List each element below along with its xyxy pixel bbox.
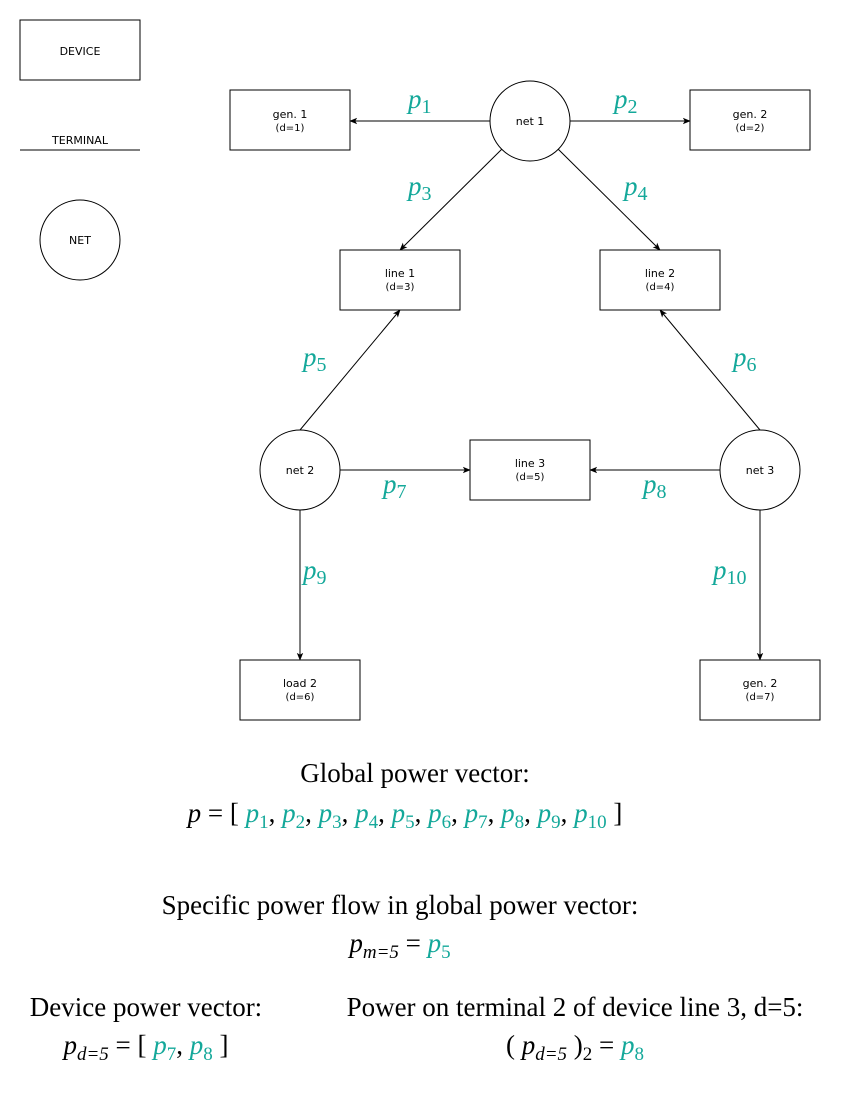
global-vector-equation: p = [ p1, p2, p3, p4, p5, p6, p7, p8, p9… — [187, 798, 623, 833]
devices: gen. 1 (d=1) gen. 2 (d=2) line 1 (d=3) l… — [229, 89, 821, 721]
power-network-diagram: DEVICE TERMINAL NET gen. 1 (d=1) gen. 2 … — [19, 19, 821, 721]
global-vector-element: p7 — [464, 798, 488, 833]
global-vector-element: p8 — [501, 798, 525, 833]
net-3: net 3 — [719, 429, 801, 511]
flow-label-p2: p2 — [612, 84, 638, 118]
flow-label-p7: p7 — [381, 469, 407, 503]
device-name: gen. 2 — [733, 108, 768, 121]
global-lhs: p — [187, 798, 202, 828]
legend-device-box — [19, 19, 141, 81]
flow-label-p1: p1 — [406, 84, 432, 118]
device-vector-title: Device power vector: — [29, 992, 263, 1022]
device-id: (d=1) — [276, 123, 305, 134]
terminal-edge-p4 — [556, 147, 661, 251]
global-vector-element: p10 — [574, 798, 607, 833]
specific-lhs-index: m=5 — [362, 942, 399, 963]
device-id: (d=3) — [386, 282, 415, 293]
device-lhs-index: d=5 — [76, 1044, 109, 1065]
terminal-rhs-index: 8 — [634, 1044, 645, 1065]
device-name: gen. 1 — [273, 108, 308, 121]
flow-label-p6: p6 — [731, 342, 757, 376]
device-gen2-bottom: gen. 2 (d=7) — [699, 659, 821, 721]
legend-terminal-label: TERMINAL — [51, 134, 109, 147]
terminals — [296, 117, 764, 661]
terminal-power-title: Power on terminal 2 of device line 3, d=… — [346, 992, 804, 1022]
device-line2: line 2 (d=4) — [599, 249, 721, 311]
device-id: (d=7) — [746, 692, 775, 703]
flow-label-p10: p10 — [711, 555, 747, 589]
global-vector-element: p4 — [355, 798, 379, 833]
net-label: net 2 — [286, 464, 315, 477]
device-vector-equation: pd=5 = [ p7, p8 ] — [63, 1030, 229, 1065]
device-name: line 3 — [515, 457, 545, 470]
global-vector-element: p5 — [391, 798, 415, 833]
device-id: (d=6) — [286, 692, 315, 703]
specific-flow-equation: pm=5 = p5 — [349, 928, 451, 963]
global-vector-elements: p1, p2, p3, p4, p5, p6, p7, p8, p9, p10 — [245, 798, 607, 833]
terminal-edge-p5 — [299, 309, 401, 431]
legend-net-circle — [39, 199, 121, 281]
device-name: gen. 2 — [743, 677, 778, 690]
net-label: net 1 — [516, 115, 545, 128]
terminal-power-equation: ( pd=5 )2 = p8 — [505, 1030, 645, 1065]
device-name: line 2 — [645, 267, 675, 280]
global-vector-element: p3 — [318, 798, 342, 833]
device-id: (d=4) — [646, 282, 675, 293]
specific-flow-title: Specific power flow in global power vect… — [161, 890, 639, 920]
device-vector-element: p7 — [153, 1030, 177, 1065]
device-gen2-top: gen. 2 (d=2) — [689, 89, 811, 151]
device-name: load 2 — [283, 677, 317, 690]
net-2: net 2 — [259, 429, 341, 511]
terminal-lhs-index: d=5 — [535, 1044, 568, 1065]
flow-labels: p1 p2 p3 p4 p5 p6 p7 p8 p9 p10 — [301, 84, 757, 589]
global-vector-element: p1 — [245, 798, 269, 833]
device-line3: line 3 (d=5) — [469, 439, 591, 501]
device-id: (d=2) — [736, 123, 765, 134]
flow-label-p9: p9 — [301, 555, 327, 589]
terminal-index: 2 — [582, 1044, 593, 1065]
device-line1: line 1 (d=3) — [339, 249, 461, 311]
flow-label-p5: p5 — [301, 342, 327, 376]
device-vector-elements: p7, p8 — [153, 1030, 213, 1065]
legend-net-label: NET — [69, 234, 91, 247]
device-gen1: gen. 1 (d=1) — [229, 89, 351, 151]
device-name: line 1 — [385, 267, 415, 280]
global-vector-element: p2 — [282, 798, 306, 833]
net-1: net 1 — [489, 80, 571, 162]
flow-label-p3: p3 — [406, 171, 432, 205]
legend-device-label: DEVICE — [60, 45, 101, 58]
specific-rhs-index: 5 — [441, 942, 451, 963]
nets: net 1 net 2 net 3 — [259, 80, 801, 511]
flow-label-p8: p8 — [641, 469, 667, 503]
device-load2: load 2 (d=6) — [239, 659, 361, 721]
device-vector-element: p8 — [189, 1030, 213, 1065]
net-label: net 3 — [746, 464, 775, 477]
terminal-edge-p6 — [659, 309, 761, 431]
global-vector-element: p9 — [537, 798, 561, 833]
global-vector-element: p6 — [428, 798, 452, 833]
device-id: (d=5) — [516, 472, 545, 483]
global-vector-title: Global power vector: — [300, 758, 530, 788]
legend: DEVICE TERMINAL NET — [19, 19, 141, 281]
flow-label-p4: p4 — [622, 171, 648, 205]
terminal-edge-p3 — [399, 147, 504, 251]
